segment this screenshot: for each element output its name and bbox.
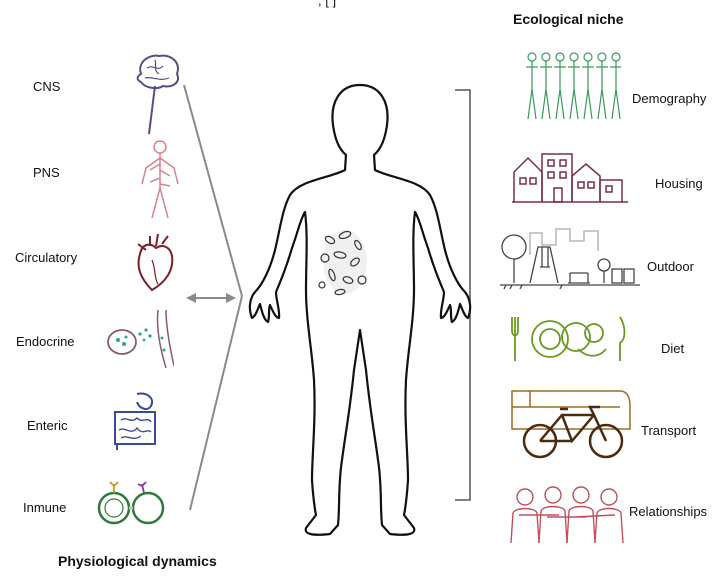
park-icon — [500, 225, 640, 295]
immune-cell-icon — [96, 480, 168, 526]
friends-icon — [505, 485, 630, 545]
houses-icon — [510, 150, 630, 205]
nervous-system-icon — [138, 140, 182, 220]
bicycle-bus-icon — [510, 385, 635, 460]
heart-icon — [132, 232, 178, 294]
intestine-icon — [107, 390, 163, 452]
double-arrow-icon — [186, 293, 236, 303]
converge-line-top — [184, 85, 242, 296]
gut-microbiome-icon — [319, 230, 367, 295]
human-body-icon — [250, 85, 470, 535]
food-plate-icon — [508, 313, 630, 365]
population-icon — [522, 49, 622, 124]
brain-icon — [133, 52, 183, 137]
endocrine-cell-icon — [104, 308, 174, 370]
converge-line-bottom — [190, 296, 242, 510]
